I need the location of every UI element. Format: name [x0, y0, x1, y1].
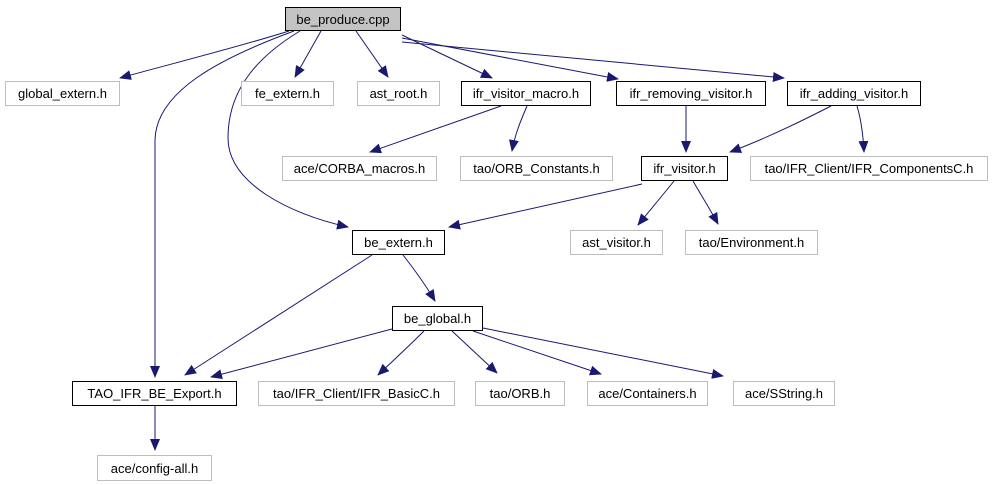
node-ifr-visitor-h[interactable]: ifr_visitor.h	[641, 156, 728, 181]
edge-be_global-to-IFR_BasicC	[377, 330, 425, 376]
node-ace-sstring-h: ace/SString.h	[733, 381, 835, 406]
edge-ifr_visitor_macro-to-ORB_Constants	[508, 105, 528, 152]
node-ifr-visitor-macro-h[interactable]: ifr_visitor_macro.h	[461, 81, 591, 106]
edge-be_global-to-Containers	[472, 330, 602, 376]
edge-be_produce-to-global_extern	[119, 30, 290, 80]
edge-be_global-to-SString	[482, 327, 724, 379]
node-fe-extern-h: fe_extern.h	[241, 81, 334, 106]
edge-be_produce-to-ifr_removing_visitor	[401, 37, 619, 82]
node-be-produce-cpp: be_produce.cpp	[285, 7, 401, 31]
edge-be_produce-to-TAO_IFR_BE_Export	[150, 30, 295, 378]
edge-be_produce-to-ifr_adding_visitor	[401, 41, 785, 82]
node-tao-orb-h: tao/ORB.h	[475, 381, 565, 406]
edge-ifr_visitor-to-be_extern	[448, 183, 643, 230]
node-ifr-removing-visitor-h[interactable]: ifr_removing_visitor.h	[616, 81, 766, 106]
node-ace-containers-h: ace/Containers.h	[587, 381, 708, 406]
edge-ifr_adding_visitor-to-IFR_ComponentsC	[856, 105, 869, 153]
edge-ifr_adding_visitor-to-ifr_visitor	[729, 105, 832, 153]
node-be-global-h[interactable]: be_global.h	[392, 306, 483, 331]
node-ifr-adding-visitor-h[interactable]: ifr_adding_visitor.h	[787, 81, 921, 106]
node-ast-visitor-h: ast_visitor.h	[570, 230, 663, 255]
node-ace-config-all-h: ace/config-all.h	[97, 455, 212, 481]
edge-ifr_visitor-to-ast_visitor	[637, 180, 675, 226]
edge-be_global-to-TAO_IFR_BE_Export	[210, 328, 393, 380]
node-tao-environment-h: tao/Environment.h	[685, 230, 818, 255]
edge-be_produce-to-be_extern	[227, 30, 349, 230]
edge-be_produce-to-fe_extern	[294, 30, 322, 78]
node-tao-orb-constants-h: tao/ORB_Constants.h	[460, 156, 613, 181]
node-tao-ifr-client-ifr-componentsc-h: tao/IFR_Client/IFR_ComponentsC.h	[750, 156, 988, 181]
edge-ifr_visitor_macro-to-CORBA_macros	[369, 105, 502, 154]
node-tao-ifr-be-export-h[interactable]: TAO_IFR_BE_Export.h	[72, 381, 237, 406]
node-ace-corba-macros-h: ace/CORBA_macros.h	[282, 156, 437, 181]
edge-be_produce-to-ast_root	[355, 30, 389, 78]
node-ast-root-h: ast_root.h	[357, 81, 440, 106]
node-tao-ifr-client-ifr-basicc-h: tao/IFR_Client/IFR_BasicC.h	[258, 381, 455, 406]
edge-be_extern-to-be_global	[402, 254, 436, 302]
edge-be_global-to-ORB	[451, 330, 498, 374]
node-be-extern-h[interactable]: be_extern.h	[352, 230, 445, 255]
edge-be_extern-to-TAO_IFR_BE_Export	[184, 254, 373, 376]
node-global-extern-h: global_extern.h	[5, 81, 120, 106]
edge-be_produce-to-ifr_visitor_macro	[401, 34, 493, 79]
edge-ifr_visitor-to-Environment	[692, 180, 719, 225]
